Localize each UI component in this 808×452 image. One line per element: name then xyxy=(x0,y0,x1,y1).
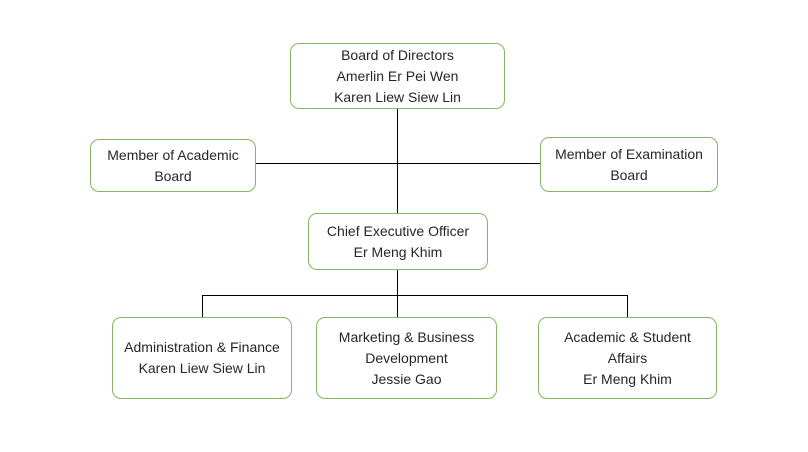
node-title: Board of Directors xyxy=(341,46,454,63)
node-person: Er Meng Khim xyxy=(353,243,443,260)
connector-board-to-ceo xyxy=(397,109,398,213)
node-title: Administration & Finance xyxy=(124,339,280,355)
connector-ceo-to-branch xyxy=(397,270,398,296)
connector-branch-to-affairs xyxy=(627,296,628,317)
org-node-board-of-directors: Board of Directors Amerlin Er Pei Wen Ka… xyxy=(290,43,505,109)
node-person: Jessie Gao xyxy=(371,370,442,387)
org-node-administration-finance: Administration & Finance Karen Liew Siew… xyxy=(112,317,292,399)
org-node-member-examination-board: Member of Examination Board xyxy=(540,137,718,192)
org-node-academic-student-affairs: Academic & Student Affairs Er Meng Khim xyxy=(538,317,717,399)
connector-branch-to-marketing xyxy=(397,296,398,317)
node-person: Amerlin Er Pei Wen xyxy=(336,67,459,84)
connector-member-boards-horizontal xyxy=(256,163,540,164)
node-title: Marketing & Business Development xyxy=(338,328,475,366)
node-person: Karen Liew Siew Lin xyxy=(334,88,461,105)
node-title: Chief Executive Officer xyxy=(326,222,470,239)
connector-branch-to-admin xyxy=(202,296,203,317)
node-person: Er Meng Khim xyxy=(583,370,672,387)
org-node-marketing-business-development: Marketing & Business Development Jessie … xyxy=(316,317,497,399)
org-node-chief-executive-officer: Chief Executive Officer Er Meng Khim xyxy=(308,213,488,270)
node-title: Member of Academic Board xyxy=(107,146,239,184)
connector-branch-horizontal xyxy=(202,295,628,296)
node-title: Member of Examination Board xyxy=(555,145,703,183)
org-node-member-academic-board: Member of Academic Board xyxy=(90,139,256,192)
node-person: Karen Liew Siew Lin xyxy=(138,360,266,376)
node-title: Academic & Student Affairs xyxy=(564,328,691,366)
